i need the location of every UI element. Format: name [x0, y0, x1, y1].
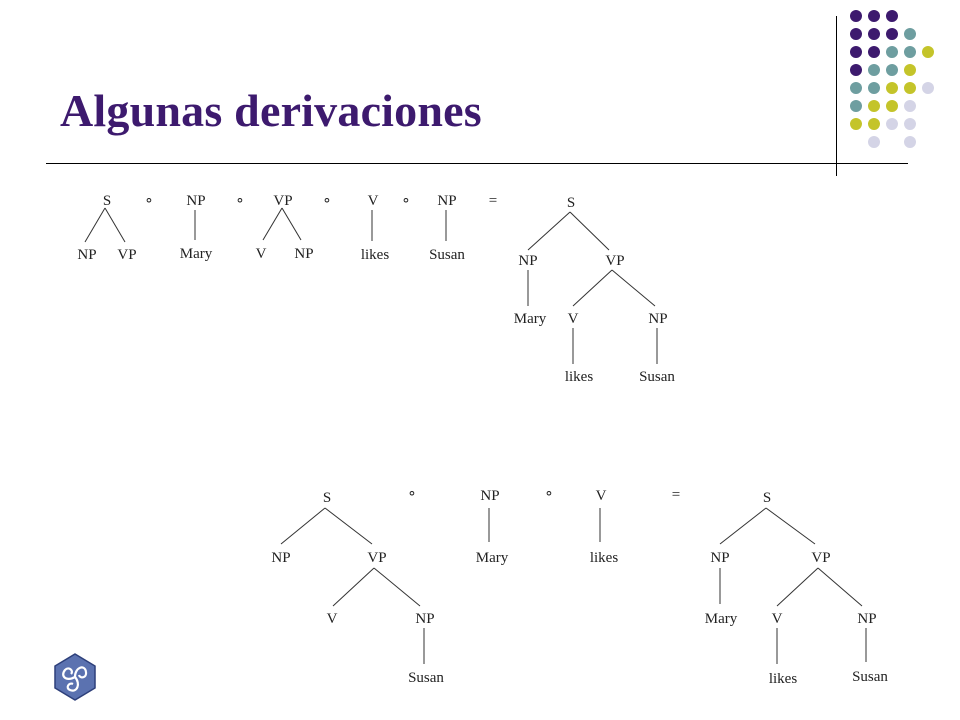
decor-dot — [904, 46, 916, 58]
tree-node: likes — [565, 369, 593, 385]
decor-dot — [922, 82, 934, 94]
tree-np-mary: NP Mary — [476, 488, 509, 566]
tree-node: VP — [117, 247, 136, 263]
composition-operator: ∘ — [144, 193, 153, 209]
derivation-1: S NP VP ∘ NP Mary ∘ VP V NP ∘ V likes ∘ — [77, 193, 675, 385]
tree-node: NP — [271, 550, 290, 566]
tree-node: V — [368, 193, 379, 209]
tree-node: NP — [857, 611, 876, 627]
tree-node: VP — [811, 550, 830, 566]
tree-node: NP — [710, 550, 729, 566]
derivation-2: S NP VP V NP Susan ∘ NP Mary ∘ V likes = — [271, 486, 888, 687]
composition-operator: ∘ — [322, 193, 331, 209]
decor-dot — [850, 118, 862, 130]
decor-dot — [886, 100, 898, 112]
slide-title: Algunas derivaciones — [60, 85, 482, 136]
tree-node: Susan — [408, 670, 444, 686]
decorative-dot-grid — [850, 10, 950, 156]
decor-dot — [868, 46, 880, 58]
tree-v-likes: V likes — [361, 193, 389, 263]
decor-dot — [886, 82, 898, 94]
tree-s-with-vp: S NP VP V NP Susan — [271, 490, 444, 686]
tree-node: NP — [437, 193, 456, 209]
decor-dot — [886, 64, 898, 76]
equals-sign: = — [672, 487, 680, 503]
decor-dot — [868, 118, 880, 130]
decor-dot — [850, 46, 862, 58]
tree-node: V — [327, 611, 338, 627]
tree-node: Mary — [514, 311, 547, 327]
tree-s-np-vp: S NP VP — [77, 193, 136, 263]
tree-node: Mary — [476, 550, 509, 566]
decor-dot — [868, 64, 880, 76]
tree-node: V — [596, 488, 607, 504]
decor-dot — [850, 28, 862, 40]
tree-vp-v-np: VP V NP — [256, 193, 314, 262]
decor-dot — [850, 82, 862, 94]
decor-dot — [904, 28, 916, 40]
decor-dot — [868, 10, 880, 22]
equals-sign: = — [489, 193, 497, 209]
decor-dot — [886, 10, 898, 22]
tree-node: Susan — [639, 369, 675, 385]
decor-dot — [886, 28, 898, 40]
decor-dot — [868, 82, 880, 94]
composition-operator: ∘ — [235, 193, 244, 209]
composition-operator: ∘ — [407, 486, 416, 502]
triskelion-logo-icon — [54, 653, 96, 701]
result-tree: S NP VP Mary V NP likes Susan — [514, 195, 676, 385]
decor-dot — [850, 10, 862, 22]
decor-dot — [904, 64, 916, 76]
tree-node: Susan — [429, 247, 465, 263]
tree-node: Susan — [852, 669, 888, 685]
tree-node: NP — [480, 488, 499, 504]
decor-dot — [850, 100, 862, 112]
result-tree: S NP VP Mary V NP likes Susan — [705, 490, 889, 687]
tree-node: V — [772, 611, 783, 627]
tree-v-likes: V likes — [590, 488, 618, 566]
decor-dot — [868, 136, 880, 148]
tree-node: VP — [605, 253, 624, 269]
tree-node: S — [763, 490, 771, 506]
tree-node: NP — [648, 311, 667, 327]
tree-node: S — [103, 193, 111, 209]
title-rule — [46, 163, 908, 164]
composition-operator: ∘ — [544, 486, 553, 502]
tree-np-mary: NP Mary — [180, 193, 213, 262]
tree-node: VP — [273, 193, 292, 209]
tree-node: NP — [186, 193, 205, 209]
tree-node: NP — [415, 611, 434, 627]
decor-dot — [922, 46, 934, 58]
tree-node: NP — [294, 246, 313, 262]
vertical-rule — [836, 16, 837, 176]
tree-np-susan: NP Susan — [429, 193, 465, 263]
tree-node: S — [567, 195, 575, 211]
tree-node: likes — [590, 550, 618, 566]
tree-node: S — [323, 490, 331, 506]
decor-dot — [850, 64, 862, 76]
tree-node: likes — [769, 671, 797, 687]
tree-node: V — [256, 246, 267, 262]
tree-node: Mary — [180, 246, 213, 262]
tree-node: VP — [367, 550, 386, 566]
decor-dot — [886, 118, 898, 130]
decor-dot — [904, 118, 916, 130]
decor-dot — [904, 100, 916, 112]
composition-operator: ∘ — [401, 193, 410, 209]
tree-node: likes — [361, 247, 389, 263]
decor-dot — [868, 100, 880, 112]
tree-node: V — [568, 311, 579, 327]
decor-dot — [868, 28, 880, 40]
decor-dot — [904, 136, 916, 148]
decor-dot — [904, 82, 916, 94]
tree-node: Mary — [705, 611, 738, 627]
tree-node: NP — [77, 247, 96, 263]
tree-node: NP — [518, 253, 537, 269]
decor-dot — [886, 46, 898, 58]
